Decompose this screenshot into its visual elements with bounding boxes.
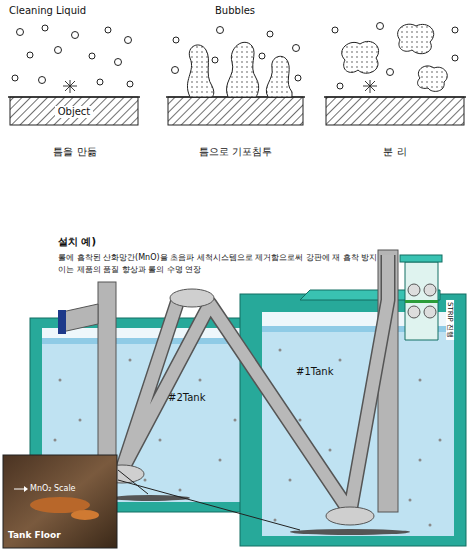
panel-box: 분 리 [322,2,468,162]
tank-floor-photo [3,455,300,548]
panel-caption: 틈을 만듦 [53,146,96,158]
floor-scale [110,495,410,535]
roller-stand [400,255,442,340]
section-heading: 설치 예) [58,236,96,248]
direction-label: STRIP 진행 [446,300,454,340]
panel-one-drawing [8,25,140,125]
panel-two-drawing [166,27,305,126]
note-text: 롤에 흡착된 산화망간(MnO)을 초음파 세척시스템으로 제거함으로써 강판에… [58,253,377,262]
tank-label: #2Tank [168,392,205,404]
panel-caption: 분 리 [383,146,406,158]
panel-three-drawing [324,23,466,126]
photo-label: MnO₂ Scale [30,484,76,493]
object-box: Object [10,97,138,127]
node-label: Object [55,106,94,118]
panel-box: Bubbles 틈으로 기포침투 [163,2,308,162]
tank-label: #1Tank [296,366,333,378]
node-label: Cleaning Liquid [9,5,86,17]
panel-caption: 틈으로 기포침투 [199,146,272,158]
steel-strip [100,255,388,525]
panel-box: Object Cleaning Liquid 틈을 만듦 [5,2,145,162]
photo-caption: Tank Floor [8,530,61,540]
note-text: 이는 제품의 품질 향상과 롤의 수명 연장 [58,265,201,274]
node-label: Bubbles [215,5,255,17]
